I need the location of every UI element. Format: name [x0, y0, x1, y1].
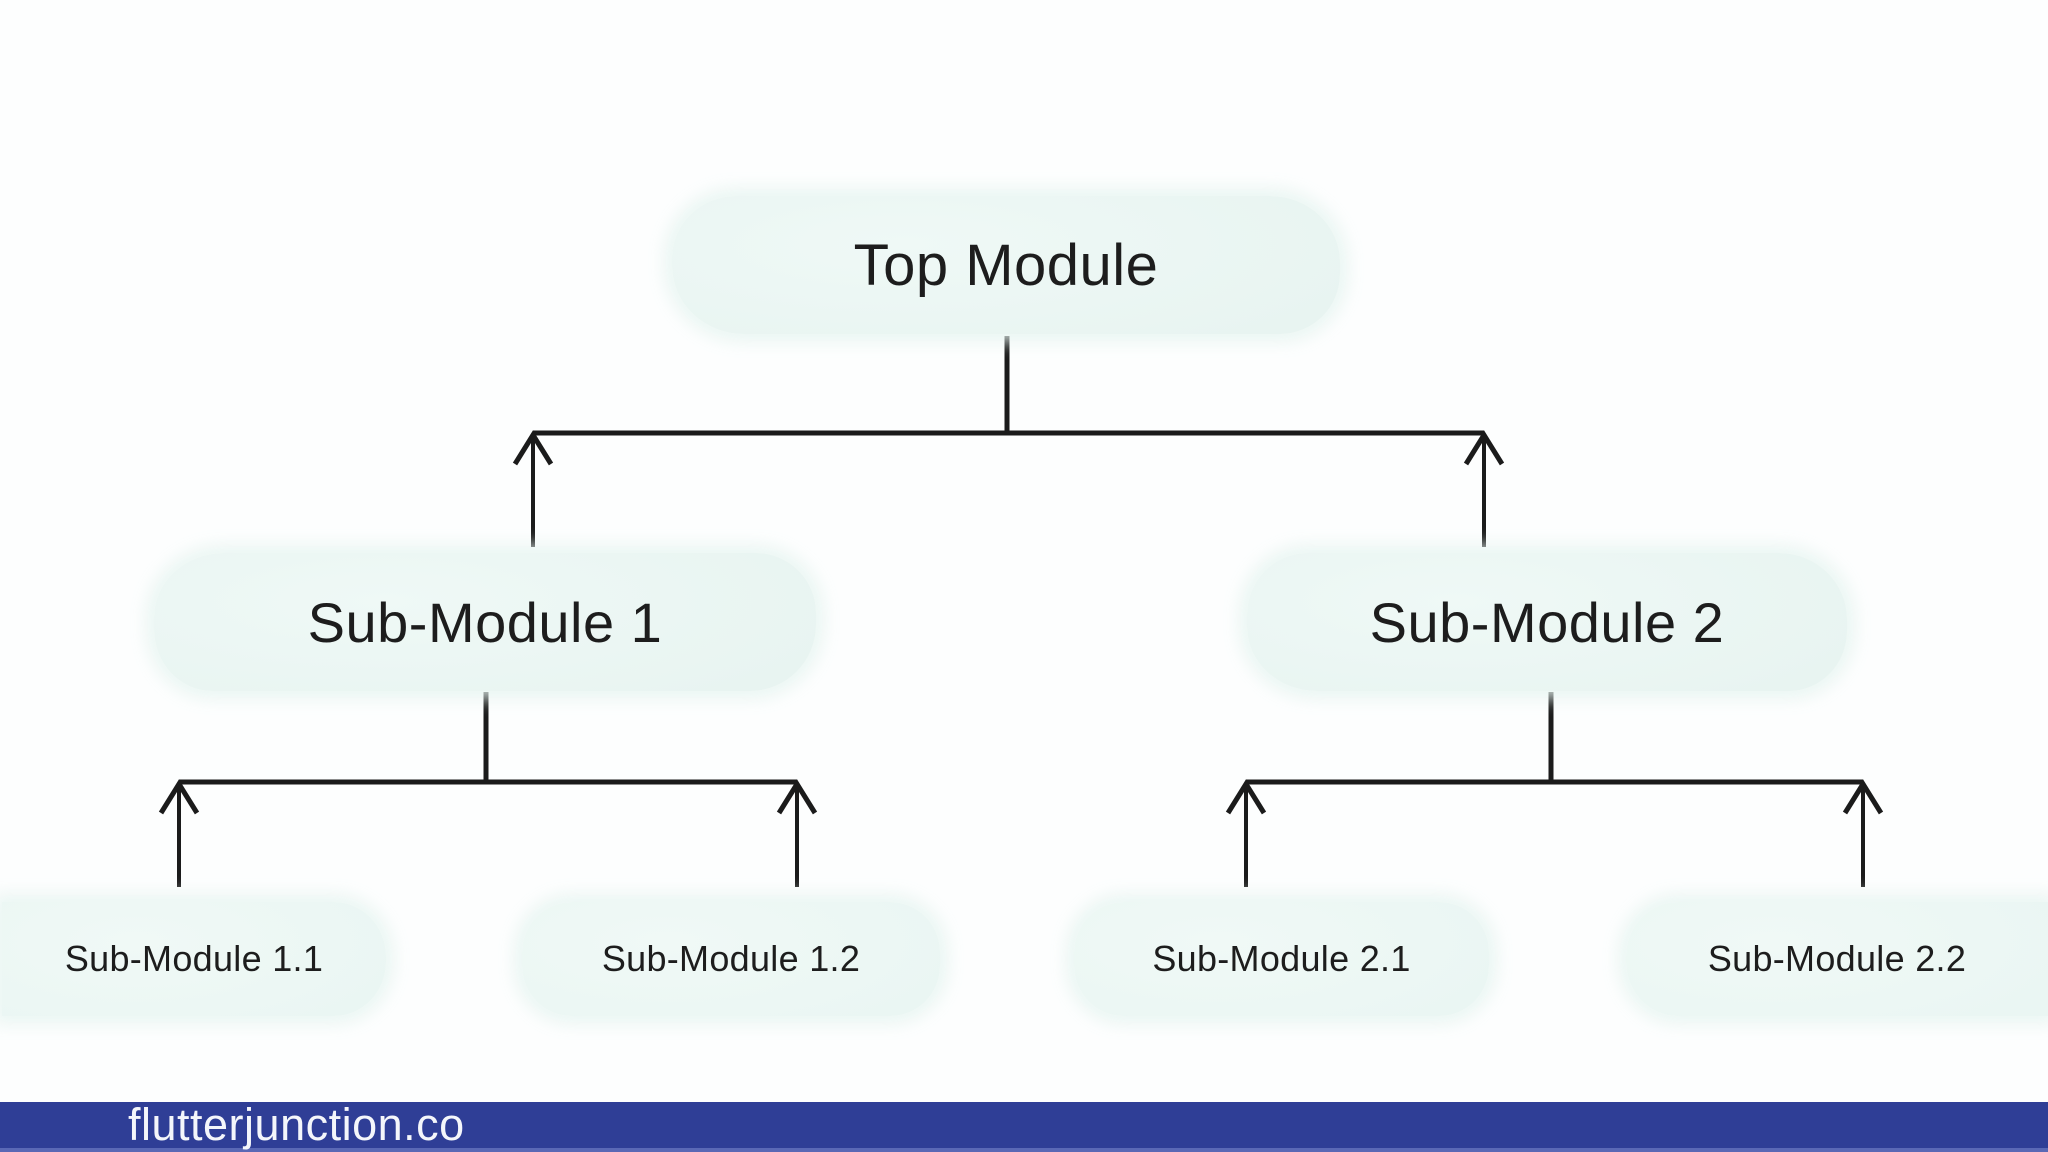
node-sub-module-2-1: Sub-Module 2.1 — [1074, 902, 1489, 1016]
node-label: Sub-Module 1.2 — [601, 938, 861, 979]
up-arrowhead-icon — [158, 779, 200, 815]
up-arrowhead-icon — [776, 779, 818, 815]
node-label: Sub-Module 1 — [307, 590, 663, 654]
node-sub-module-1-2: Sub-Module 1.2 — [522, 902, 940, 1016]
footer-banner: flutterjunction.co — [0, 1102, 2048, 1152]
node-sub-module-2: Sub-Module 2 — [1247, 553, 1847, 691]
up-arrowhead-icon — [512, 430, 554, 466]
node-label: Sub-Module 1.1 — [64, 938, 324, 979]
up-arrowhead-icon — [1463, 430, 1505, 466]
footer-brand-text: flutterjunction.co — [128, 1099, 465, 1150]
node-label: Top Module — [853, 232, 1159, 298]
node-top-module: Top Module — [672, 196, 1340, 334]
up-arrowhead-icon — [1842, 779, 1884, 815]
node-label: Sub-Module 2 — [1369, 590, 1725, 654]
node-label: Sub-Module 2.1 — [1152, 938, 1411, 979]
node-sub-module-1-1: Sub-Module 1.1 — [2, 902, 386, 1016]
node-sub-module-1: Sub-Module 1 — [154, 553, 816, 691]
up-arrowhead-icon — [1225, 779, 1267, 815]
node-sub-module-2-2: Sub-Module 2.2 — [1626, 902, 2048, 1016]
node-label: Sub-Module 2.2 — [1707, 938, 1967, 979]
